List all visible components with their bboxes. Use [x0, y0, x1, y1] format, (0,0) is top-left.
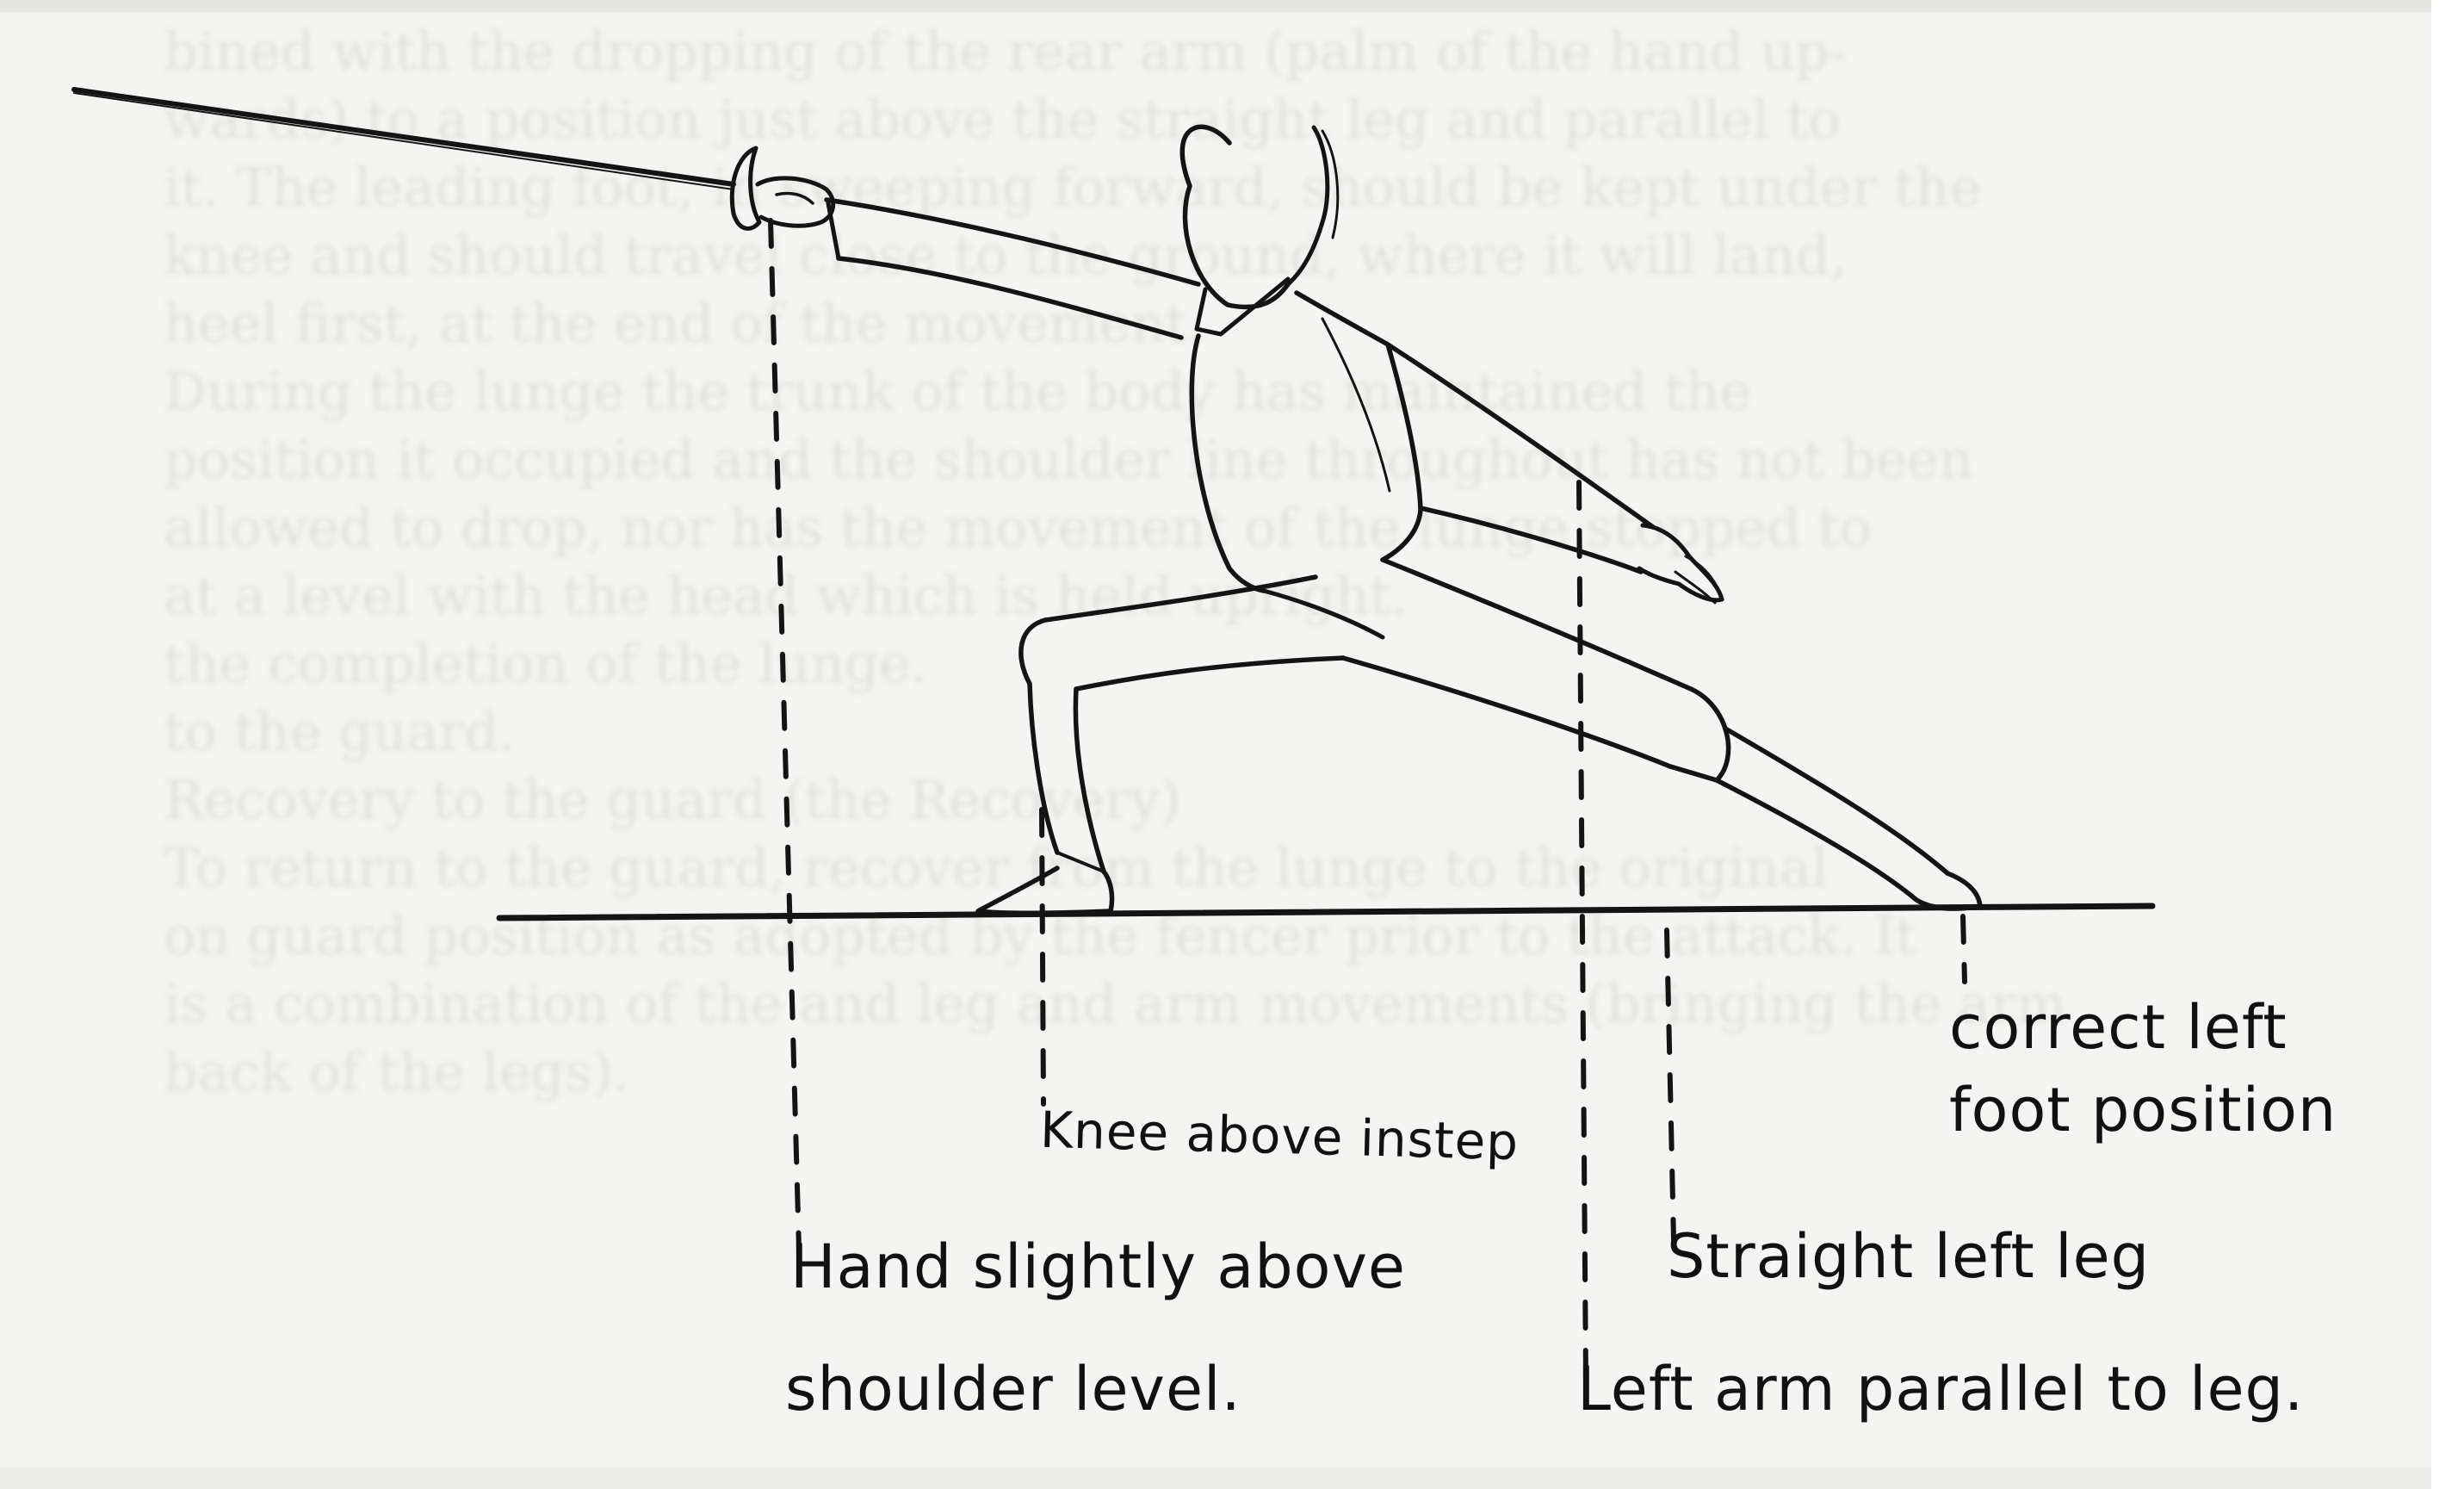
annotation-knee: Knee above instep: [1039, 1101, 1520, 1172]
rear-arm-top: [1388, 344, 1653, 527]
dashed-line-knee: [1042, 810, 1043, 1104]
dashed-line-arm: [1579, 482, 1586, 1378]
sword-arm-top: [826, 200, 1198, 284]
scan-right-margin: [2431, 0, 2464, 1489]
dashed-line-foot: [1963, 916, 1965, 982]
fencing-mask: [1182, 127, 1288, 307]
ground-line: [499, 906, 2152, 918]
sword-hand-fingers: [777, 193, 813, 203]
annotation-correct-left: correct left: [1949, 992, 2288, 1063]
annotation-foot-position: foot position: [1949, 1075, 2337, 1145]
torso-front: [1297, 293, 1421, 560]
sword-arm-bottom: [839, 258, 1181, 338]
annotation-left-arm: Left arm parallel to leg.: [1577, 1354, 2304, 1424]
rear-shoe: [1911, 873, 1980, 909]
scan-bottom-edge: [0, 1467, 2464, 1489]
dashed-line-hand: [771, 220, 799, 1249]
rear-knee-breeches: [1670, 689, 1729, 780]
front-knee: [1021, 620, 1045, 684]
rear-hand: [1639, 525, 1722, 600]
front-shin-front: [1075, 689, 1104, 872]
front-shoe: [978, 868, 1112, 913]
front-thigh-top: [1045, 577, 1316, 620]
rear-shin-bottom: [1717, 780, 1911, 896]
dashed-line-leg: [1667, 930, 1674, 1240]
fencing-mask-bib: [1288, 127, 1328, 284]
rear-thigh-bottom: [1343, 658, 1670, 766]
foil-blade-edge: [74, 93, 734, 189]
annotation-shoulder: shoulder level.: [785, 1354, 1241, 1424]
foil-bell-guard: [732, 148, 759, 228]
rear-thigh-top: [1383, 560, 1691, 689]
foil-blade: [74, 90, 734, 184]
torso-back: [1192, 336, 1264, 591]
annotation-hand: Hand slightly above: [790, 1232, 1406, 1302]
breeches-seat: [1264, 591, 1383, 637]
annotation-straight-leg: Straight left leg: [1667, 1221, 2150, 1292]
front-thigh-bottom: [1076, 658, 1343, 689]
scan-top-edge: [0, 0, 2464, 12]
rear-arm-bottom: [1421, 508, 1641, 572]
jacket-button-line: [1322, 319, 1390, 491]
